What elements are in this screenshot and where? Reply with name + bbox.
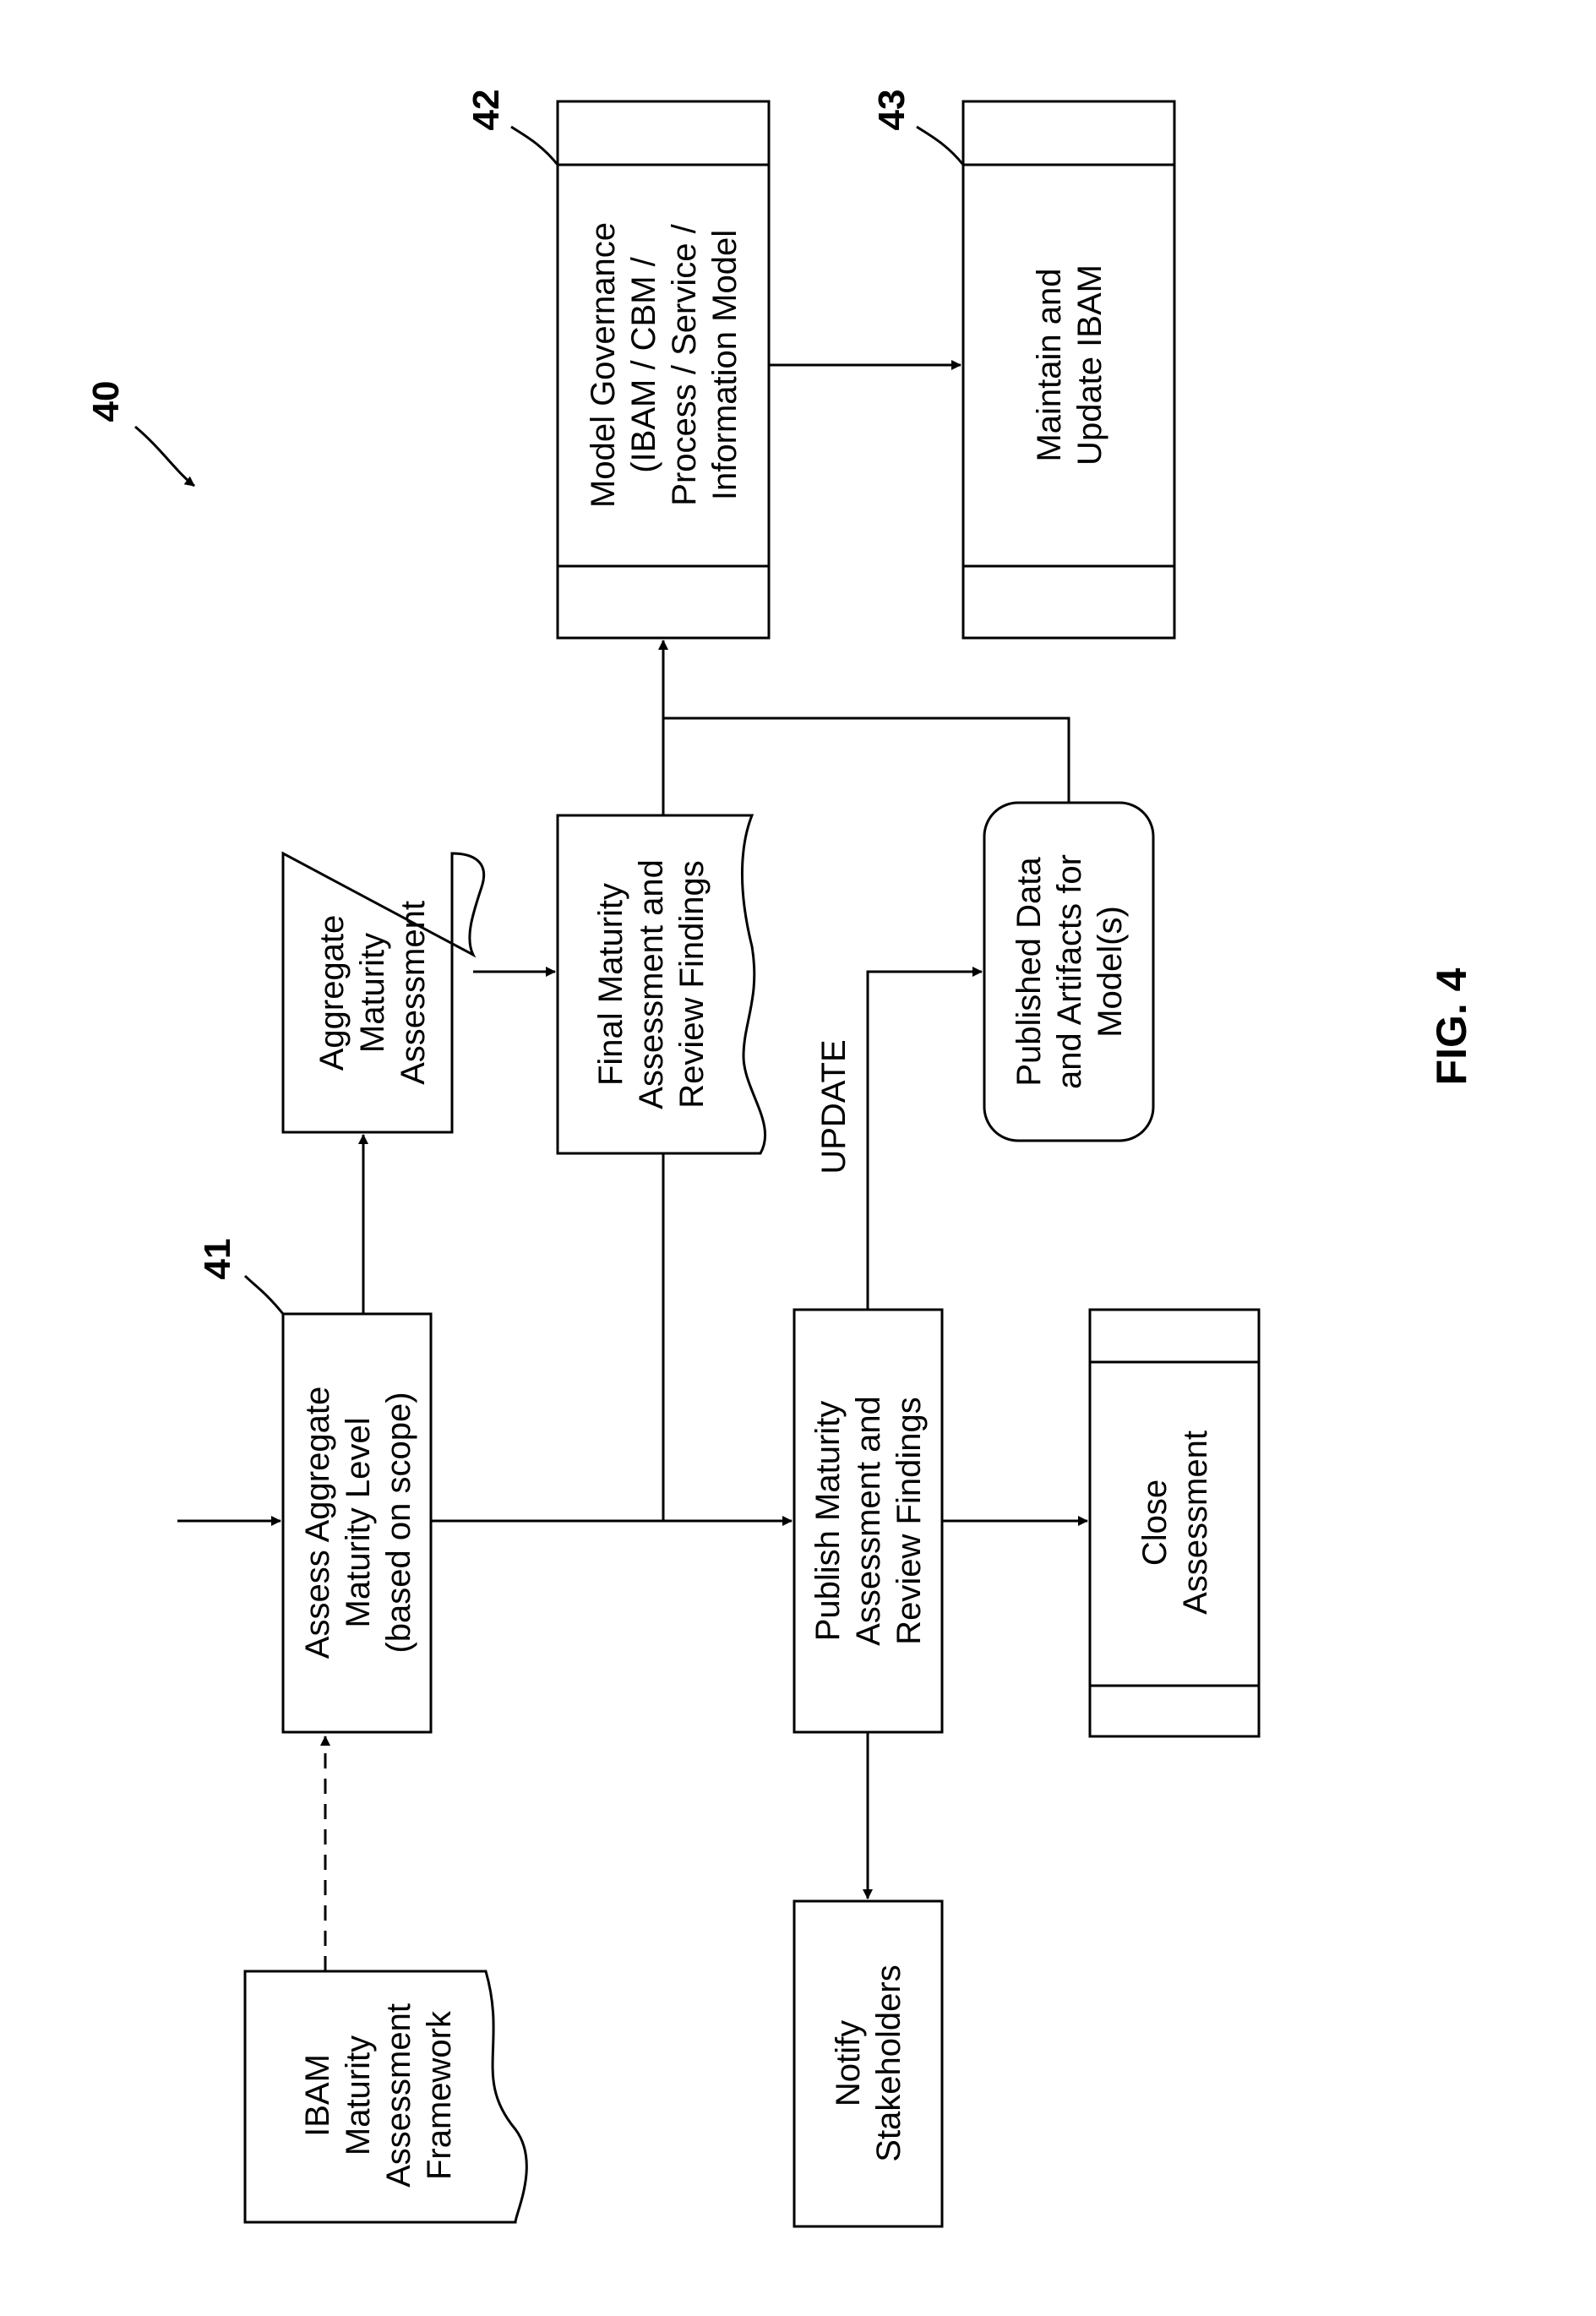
edge-publish-to-published-data (868, 972, 982, 1310)
published-data-label-line-3: Model(s) (1092, 906, 1129, 1038)
aggregate-assessment-label-line-2: Maturity (354, 933, 391, 1053)
ref-43: 43 (871, 90, 912, 131)
node-assess-aggregate: Assess Aggregate Maturity Level (based o… (197, 1239, 431, 1732)
assess-aggregate-label-line-3: (based on scope) (380, 1392, 417, 1653)
framework-label-line-2: Maturity (340, 2035, 377, 2155)
edge-label-update: UPDATE (815, 1039, 852, 1174)
ref-41-leader (245, 1276, 283, 1314)
framework-label-line-3: Assessment (380, 2003, 417, 2188)
ref-43-leader (917, 127, 963, 165)
node-maintain-ibam: Maintain and Update IBAM 43 (871, 90, 1174, 638)
assess-aggregate-label-line-2: Maturity Level (340, 1418, 377, 1628)
edge-published-to-governance (663, 718, 1069, 803)
node-published-data: Published Data and Artifacts for Model(s… (984, 803, 1153, 1141)
final-assessment-label-line-2: Assessment and (633, 859, 670, 1109)
notify-stakeholders-label-line-2: Stakeholders (870, 1965, 907, 2161)
ref-42: 42 (466, 90, 507, 131)
model-governance-label-line-1: Model Governance (585, 222, 622, 508)
model-governance-label-line-4: Information Model (706, 230, 744, 500)
node-notify-stakeholders: Notify Stakeholders (794, 1901, 942, 2226)
ref-40-leader (135, 427, 194, 486)
ref-40: 40 (85, 381, 127, 422)
node-publish-assessment: Publish Maturity Assessment and Review F… (794, 1310, 942, 1732)
published-data-label-line-1: Published Data (1010, 857, 1048, 1087)
publish-assessment-label-line-3: Review Findings (891, 1397, 928, 1644)
model-governance-label-line-2: (IBAM / CBM / (625, 256, 662, 472)
node-final-assessment: Final Maturity Assessment and Review Fin… (558, 815, 765, 1153)
ref-41: 41 (197, 1239, 238, 1280)
published-data-label-line-2: and Artifacts for (1051, 854, 1088, 1089)
aggregate-assessment-label-line-1: Aggregate (313, 915, 351, 1071)
node-framework: IBAM Maturity Assessment Framework (245, 1971, 526, 2222)
close-assessment-label-line-1: Close (1136, 1480, 1174, 1566)
node-close-assessment: Close Assessment (1090, 1310, 1259, 1736)
final-assessment-label-line-1: Final Maturity (592, 883, 629, 1086)
node-model-governance: Model Governance (IBAM / CBM / Process /… (466, 90, 769, 638)
ref-42-leader (511, 127, 558, 165)
framework-label-line-4: Framework (421, 2010, 458, 2180)
framework-label-line-1: IBAM (299, 2054, 336, 2137)
aggregate-assessment-label-line-3: Assessment (395, 901, 432, 1085)
model-governance-label-line-3: Process / Service / (666, 223, 703, 505)
close-assessment-label-line-2: Assessment (1177, 1430, 1214, 1615)
node-aggregate-assessment: Aggregate Maturity Assessment (283, 853, 484, 1132)
publish-assessment-label-line-2: Assessment and (850, 1396, 887, 1646)
publish-assessment-label-line-1: Publish Maturity (809, 1401, 847, 1642)
figure-caption: FIG. 4 (1428, 967, 1475, 1085)
notify-stakeholders-label-line-1: Notify (830, 2020, 867, 2106)
maintain-ibam-label-line-1: Maintain and (1031, 268, 1068, 461)
final-assessment-label-line-3: Review Findings (673, 860, 711, 1108)
assess-aggregate-label-line-1: Assess Aggregate (299, 1387, 336, 1659)
maintain-ibam-label-line-2: Update IBAM (1071, 264, 1108, 466)
